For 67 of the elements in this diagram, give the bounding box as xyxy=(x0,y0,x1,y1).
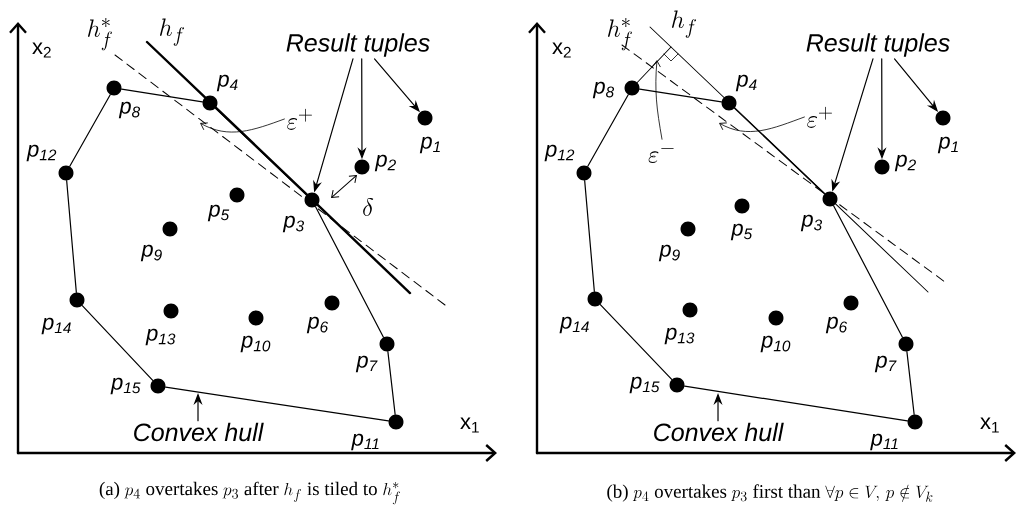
point-label: p$_{8}$ xyxy=(118,101,141,119)
point-label: p$_{10}$ xyxy=(760,335,791,353)
axis-label: x$_{1}$ xyxy=(460,417,479,433)
point-label: p$_{1}$ xyxy=(419,136,440,154)
point-label: p$_{5}$ xyxy=(730,223,753,241)
symbol-label: $h_f^*$ xyxy=(88,17,112,51)
point-label: p$_{10}$ xyxy=(240,335,271,353)
hull-line xyxy=(387,351,396,415)
point-label: p$_{7}$ xyxy=(874,355,897,373)
callout-label: Result tuples xyxy=(806,33,950,57)
hull-line xyxy=(69,94,111,167)
hull-line xyxy=(734,107,826,195)
point-label: p$_{15}$ xyxy=(110,377,141,395)
point-label: p$_{9}$ xyxy=(658,244,680,262)
point-label: p$_{13}$ xyxy=(145,328,176,346)
axis-label: x$_{2}$ xyxy=(32,42,51,58)
axis-label: x$_{1}$ xyxy=(980,417,999,433)
caption: $\text{(b) } p_4 \text{ overtakes } p_3 \text{ first than } \forall p \in V,\, p \notin V_k$ xyxy=(607,484,933,502)
point-label: p$_{4}$ xyxy=(735,74,757,92)
hull-line xyxy=(906,351,915,415)
hull-line xyxy=(165,386,389,422)
hull-line xyxy=(639,88,722,103)
hull-line xyxy=(587,94,629,167)
hull-line xyxy=(121,88,203,103)
hull-line xyxy=(81,305,154,381)
point-label: p$_{13}$ xyxy=(664,327,695,345)
symbol-label: $\varepsilon^{-}$ xyxy=(648,147,674,164)
point-label: p$_{8}$ xyxy=(592,81,615,99)
leader-line xyxy=(652,60,663,140)
hull-line xyxy=(314,206,385,338)
symbol-label: $h_f$ xyxy=(672,10,696,38)
point-label: p$_{14}$ xyxy=(559,316,589,334)
hull-line xyxy=(833,205,904,338)
point-label: p$_{6}$ xyxy=(306,316,329,334)
callout-label: Result tuples xyxy=(286,33,430,57)
point-label: p$_{9}$ xyxy=(140,244,162,262)
point-label: p$_{5}$ xyxy=(207,204,230,222)
point-label: p$_{6}$ xyxy=(825,316,848,334)
symbol-label: $\delta$ xyxy=(363,198,374,216)
caption: $\text{(a) } p_4 \text{ overtakes } p_3 \text{ after } h_f \text{ is tiled to } h_f^*$ xyxy=(99,481,400,505)
point-label: p$_{12}$ xyxy=(26,144,57,162)
callout-label: Convex hull xyxy=(654,422,784,442)
point-label: p$_{3}$ xyxy=(282,215,305,233)
point-label: p$_{11}$ xyxy=(870,433,898,451)
hull-line xyxy=(684,385,908,422)
point-label: p$_{1}$ xyxy=(937,136,958,154)
point-label: p$_{7}$ xyxy=(355,355,378,373)
point-label: p$_{15}$ xyxy=(629,376,660,394)
hull-line xyxy=(66,180,77,293)
symbol-label: $\varepsilon^{+}$ xyxy=(287,108,312,130)
point-label: p$_{2}$ xyxy=(894,154,916,172)
symbol-label: $\varepsilon^{+}$ xyxy=(807,106,832,128)
hull-line xyxy=(599,303,673,381)
hull-line xyxy=(215,107,308,196)
point-label: p$_{2}$ xyxy=(374,154,396,172)
point-label: p$_{12}$ xyxy=(544,144,575,162)
point-label: p$_{11}$ xyxy=(351,433,379,451)
point-label: p$_{4}$ xyxy=(216,74,238,92)
symbol-label: $h_f^*$ xyxy=(608,17,632,51)
point-label: p$_{3}$ xyxy=(800,214,823,232)
axis-label: x$_{2}$ xyxy=(552,42,571,58)
leader-line xyxy=(719,116,805,132)
point-label: p$_{14}$ xyxy=(41,317,71,335)
callout-label: Convex hull xyxy=(134,422,264,442)
symbol-label: $h_f$ xyxy=(160,18,184,46)
hull-line xyxy=(584,180,595,292)
leader-line xyxy=(200,118,285,133)
